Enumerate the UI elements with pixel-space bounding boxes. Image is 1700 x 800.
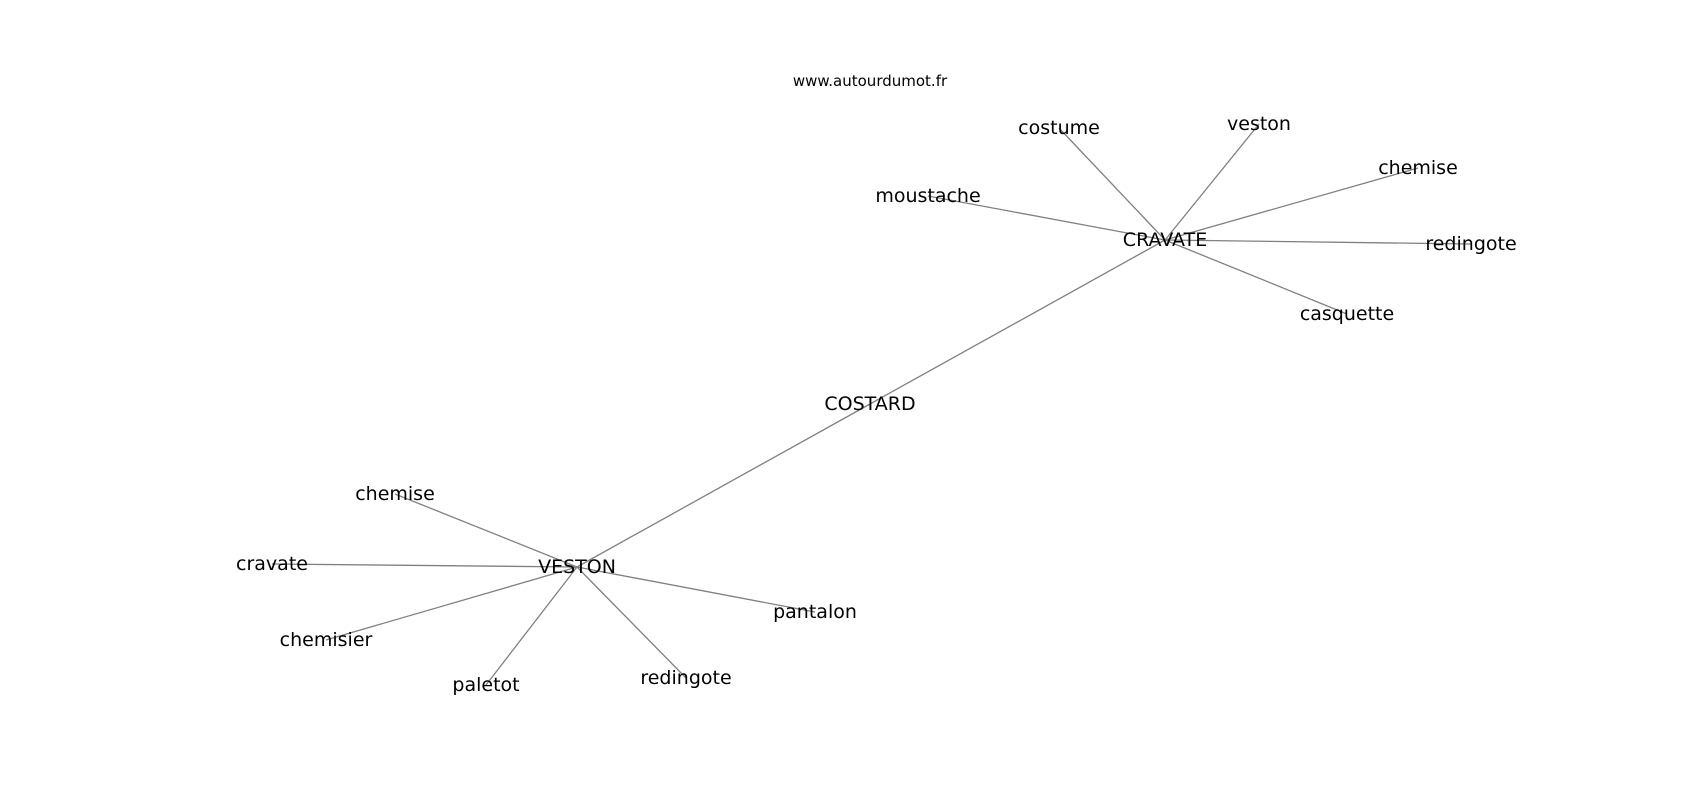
edge-veston_hub-redingote_bottom <box>576 566 687 679</box>
edge-costard-cravate_hub <box>869 239 1166 405</box>
node-veston-leaf[interactable]: veston <box>1227 113 1291 135</box>
node-chemise-top[interactable]: chemise <box>1378 157 1458 179</box>
node-costume[interactable]: costume <box>1018 117 1100 139</box>
edge-veston_hub-chemisier <box>325 566 578 641</box>
node-casquette[interactable]: casquette <box>1299 303 1395 325</box>
edge-cravate_hub-veston_leaf <box>1164 123 1260 241</box>
edge-cravate_hub-casquette <box>1164 239 1348 315</box>
node-redingote-top[interactable]: redingote <box>1425 233 1517 255</box>
edge-costard-veston_hub <box>576 403 871 568</box>
edge-veston_hub-paletot <box>485 566 578 686</box>
node-moustache[interactable]: moustache <box>875 185 981 207</box>
node-paletot[interactable]: paletot <box>452 674 520 696</box>
edge-cravate_hub-chemise_top <box>1164 167 1419 241</box>
edge-cravate_hub-redingote_top <box>1164 239 1472 245</box>
node-chemise-bottom[interactable]: chemise <box>355 483 435 505</box>
edge-cravate_hub-costume <box>1058 127 1166 241</box>
node-costard[interactable]: COSTARD <box>824 393 916 415</box>
site-label[interactable]: www.autourdumot.fr <box>792 72 948 90</box>
edge-veston_hub-pantalon <box>576 566 816 613</box>
node-cravate-leaf[interactable]: cravate <box>236 553 308 575</box>
node-chemisier[interactable]: chemisier <box>279 629 373 651</box>
edge-veston_hub-cravate_leaf <box>271 563 578 568</box>
node-redingote-bottom[interactable]: redingote <box>640 667 732 689</box>
node-veston-hub[interactable]: VESTON <box>538 556 616 578</box>
node-pantalon[interactable]: pantalon <box>773 601 857 623</box>
edge-cravate_hub-moustache <box>927 195 1166 241</box>
node-cravate-hub[interactable]: CRAVATE <box>1122 229 1208 251</box>
edge-veston_hub-chemise_bottom <box>394 493 578 568</box>
